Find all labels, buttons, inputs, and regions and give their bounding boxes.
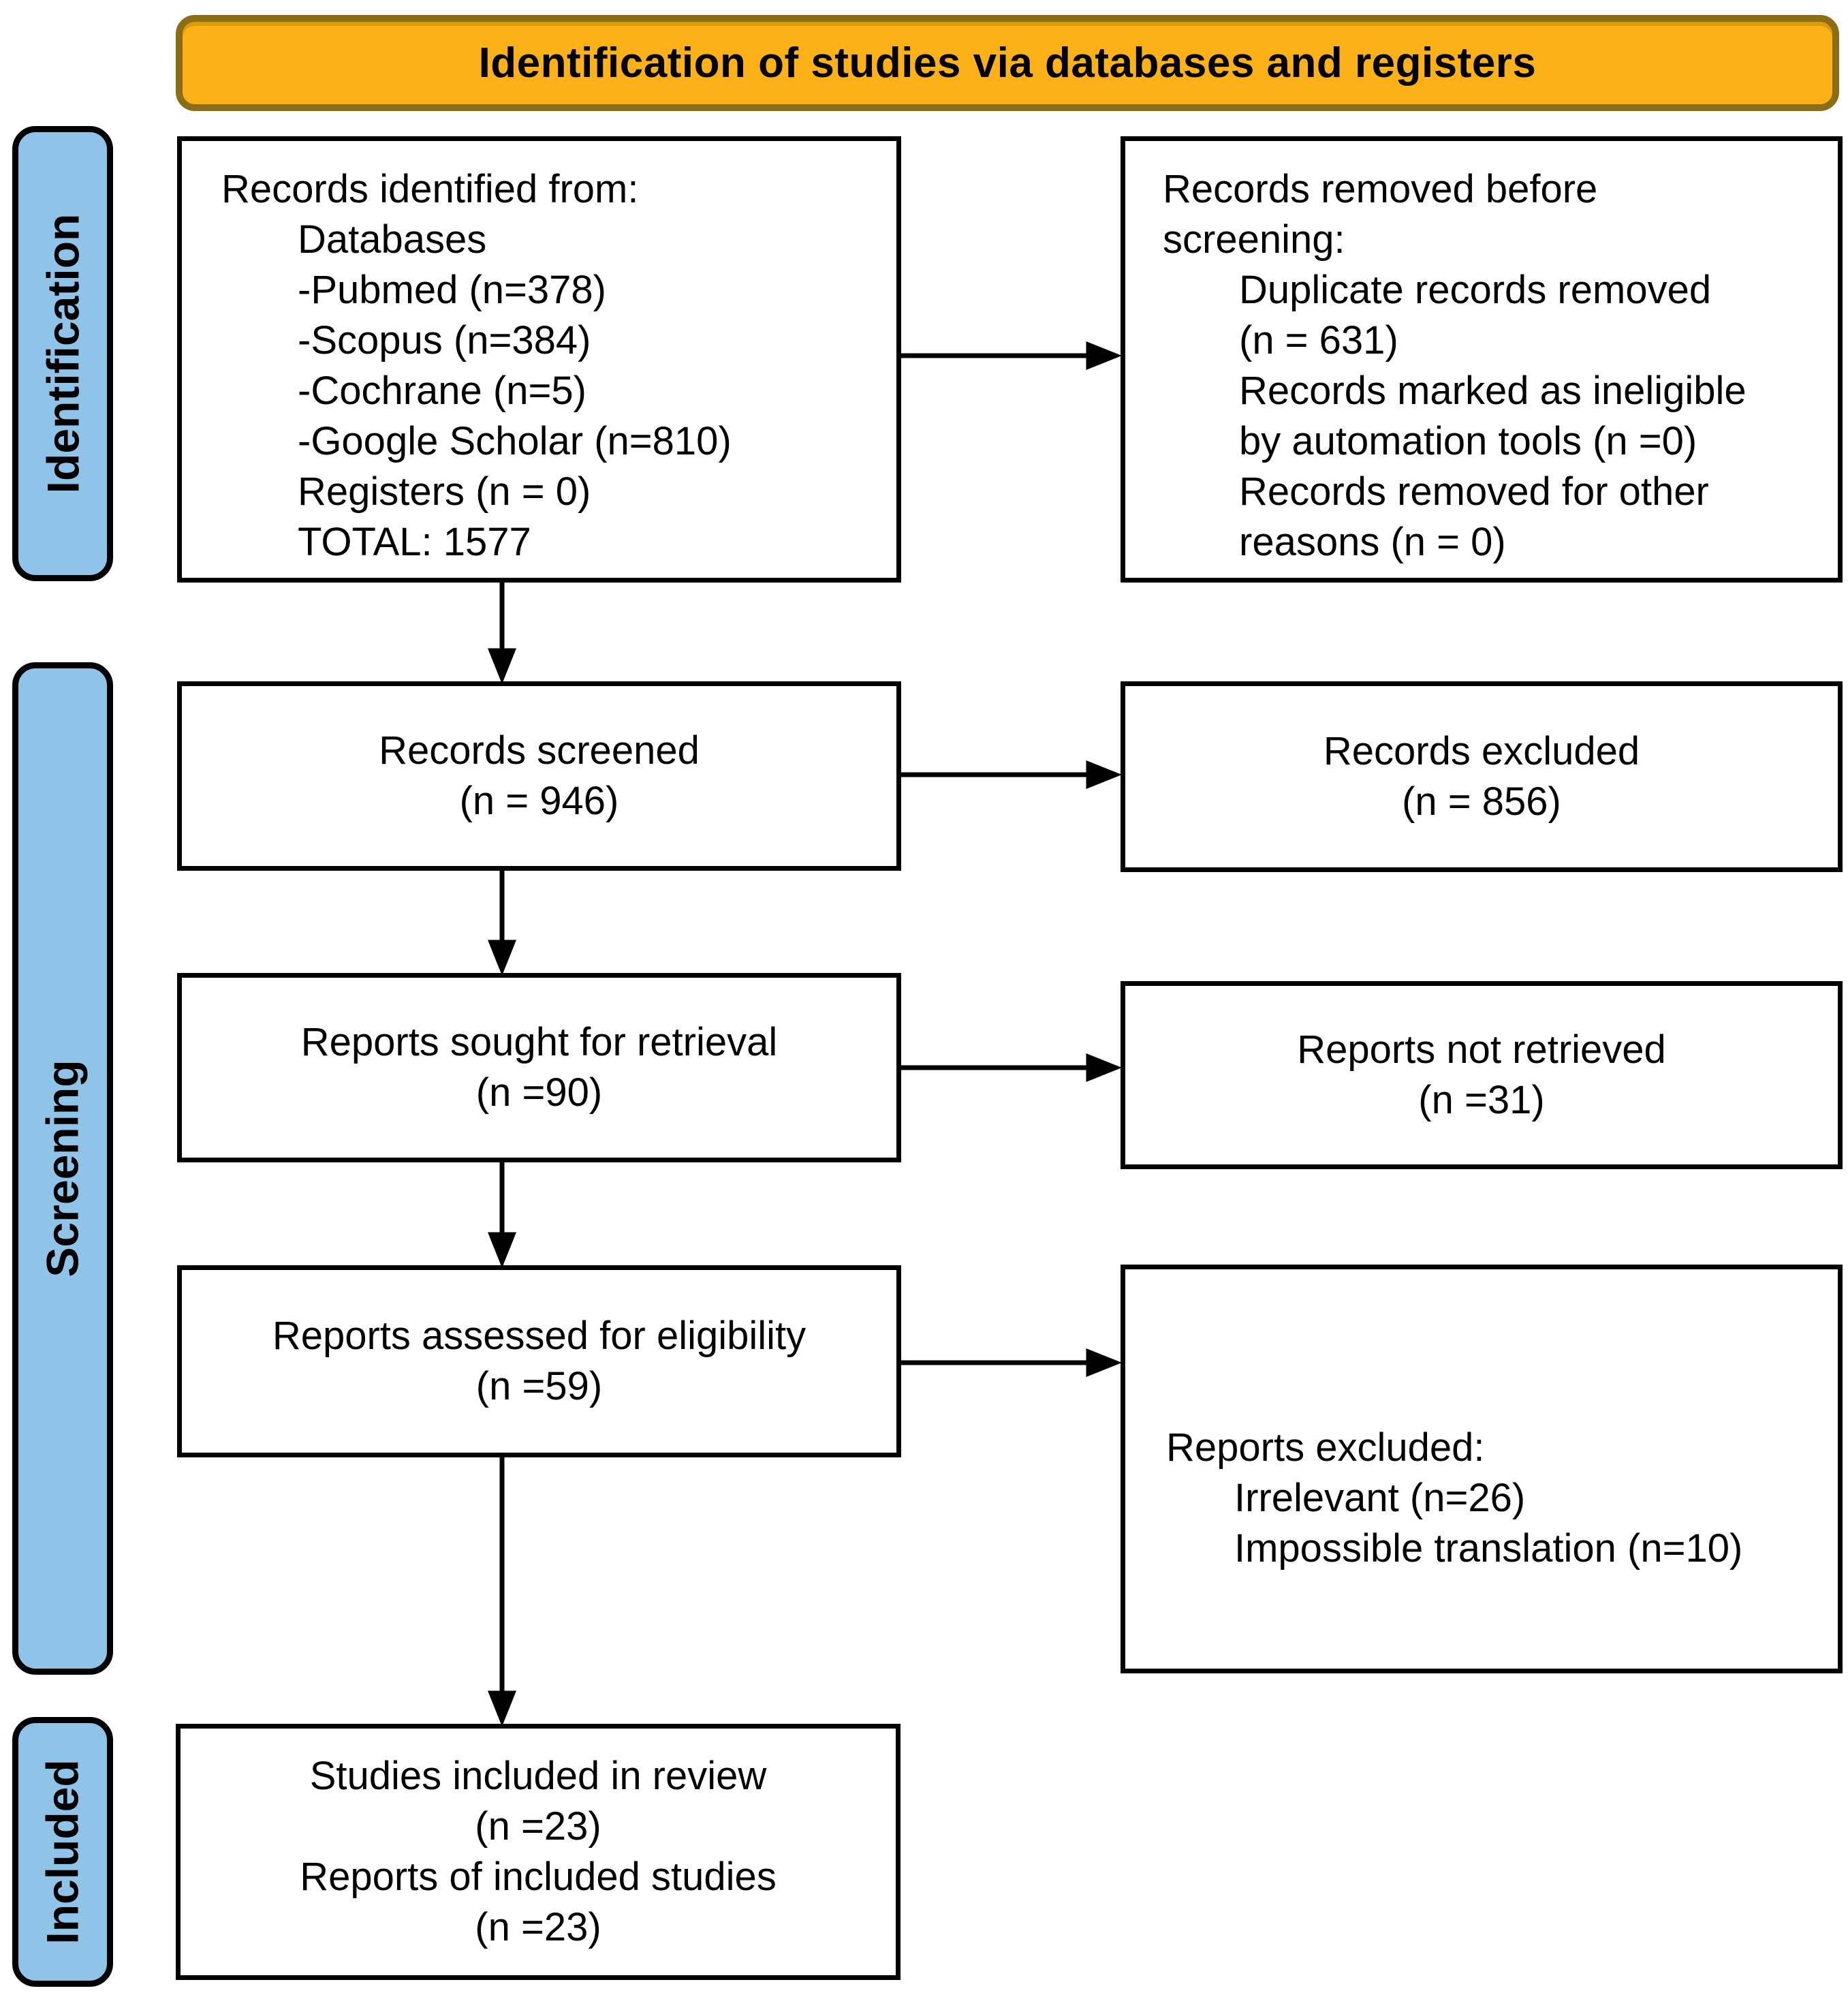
stage-label-screening-text: Screening [37, 1059, 89, 1278]
text-line: Records excluded [1323, 729, 1640, 773]
box-reports-assessed: Reports assessed for eligibility (n =59) [177, 1265, 901, 1457]
text-line: by automation tools (n =0) [1239, 419, 1697, 463]
text-line: (n =23) [475, 1804, 601, 1848]
text-line: (n = 946) [459, 779, 619, 823]
text-line: Reports excluded: [1166, 1425, 1485, 1470]
text-line: screening: [1163, 217, 1345, 262]
box-records-removed: Records removed before screening: Duplicat… [1121, 136, 1843, 583]
text-line: -Scopus (n=384) [298, 318, 591, 362]
text-line: Records screened [379, 728, 700, 773]
banner: Identification of studies via databases … [176, 15, 1839, 111]
text-line: (n =31) [1418, 1078, 1545, 1122]
text-line: (n =90) [475, 1070, 603, 1115]
box-reports-excluded: Reports excluded: Irrelevant (n=26) Imposs… [1121, 1265, 1843, 1673]
text-line: -Cochrane (n=5) [298, 369, 586, 413]
text-line: (n = 631) [1239, 318, 1398, 362]
stage-label-identification-text: Identification [37, 213, 89, 494]
text-line: (n =23) [475, 1905, 601, 1949]
stage-label-included-text: Included [37, 1759, 89, 1945]
box-reports-sought: Reports sought for retrieval (n =90) [177, 973, 901, 1162]
text-line: Records removed for other [1239, 469, 1709, 514]
text-line: Studies included in review [309, 1754, 767, 1798]
text-line: Databases [298, 217, 487, 262]
text-line: Records identified from: [221, 167, 639, 211]
text-line: TOTAL: 1577 [298, 520, 531, 564]
stage-label-included: Included [12, 1717, 113, 1987]
text-line: Reports of included studies [300, 1855, 777, 1899]
text-line: Records marked as ineligible [1239, 369, 1747, 413]
text-line: -Google Scholar (n=810) [298, 419, 732, 463]
box-records-screened: Records screened (n = 946) [177, 681, 901, 871]
text-line: -Pubmed (n=378) [298, 268, 606, 312]
text-line: (n = 856) [1402, 779, 1561, 824]
box-reports-not-retrieved: Reports not retrieved (n =31) [1121, 981, 1843, 1169]
box-studies-included: Studies included in review (n =23) Reports… [176, 1724, 900, 1980]
text-line: reasons (n = 0) [1239, 520, 1506, 564]
text-line: Registers (n = 0) [298, 469, 591, 514]
banner-title: Identification of studies via databases … [478, 40, 1537, 87]
text-line: Records removed before [1163, 167, 1598, 211]
text-line: Reports sought for retrieval [300, 1020, 778, 1064]
text-line: Reports not retrieved [1297, 1027, 1666, 1072]
text-line: Impossible translation (n=10) [1234, 1526, 1743, 1570]
stage-label-identification: Identification [12, 126, 113, 581]
text-line: Reports assessed for eligibility [272, 1314, 806, 1358]
text-line: (n =59) [475, 1364, 603, 1408]
box-records-excluded: Records excluded (n = 856) [1121, 681, 1843, 872]
box-records-identified: Records identified from: Databases -Pubmed… [177, 136, 901, 583]
stage-label-screening: Screening [12, 662, 113, 1675]
text-line: Duplicate records removed [1239, 268, 1712, 312]
text-line: Irrelevant (n=26) [1234, 1476, 1526, 1520]
